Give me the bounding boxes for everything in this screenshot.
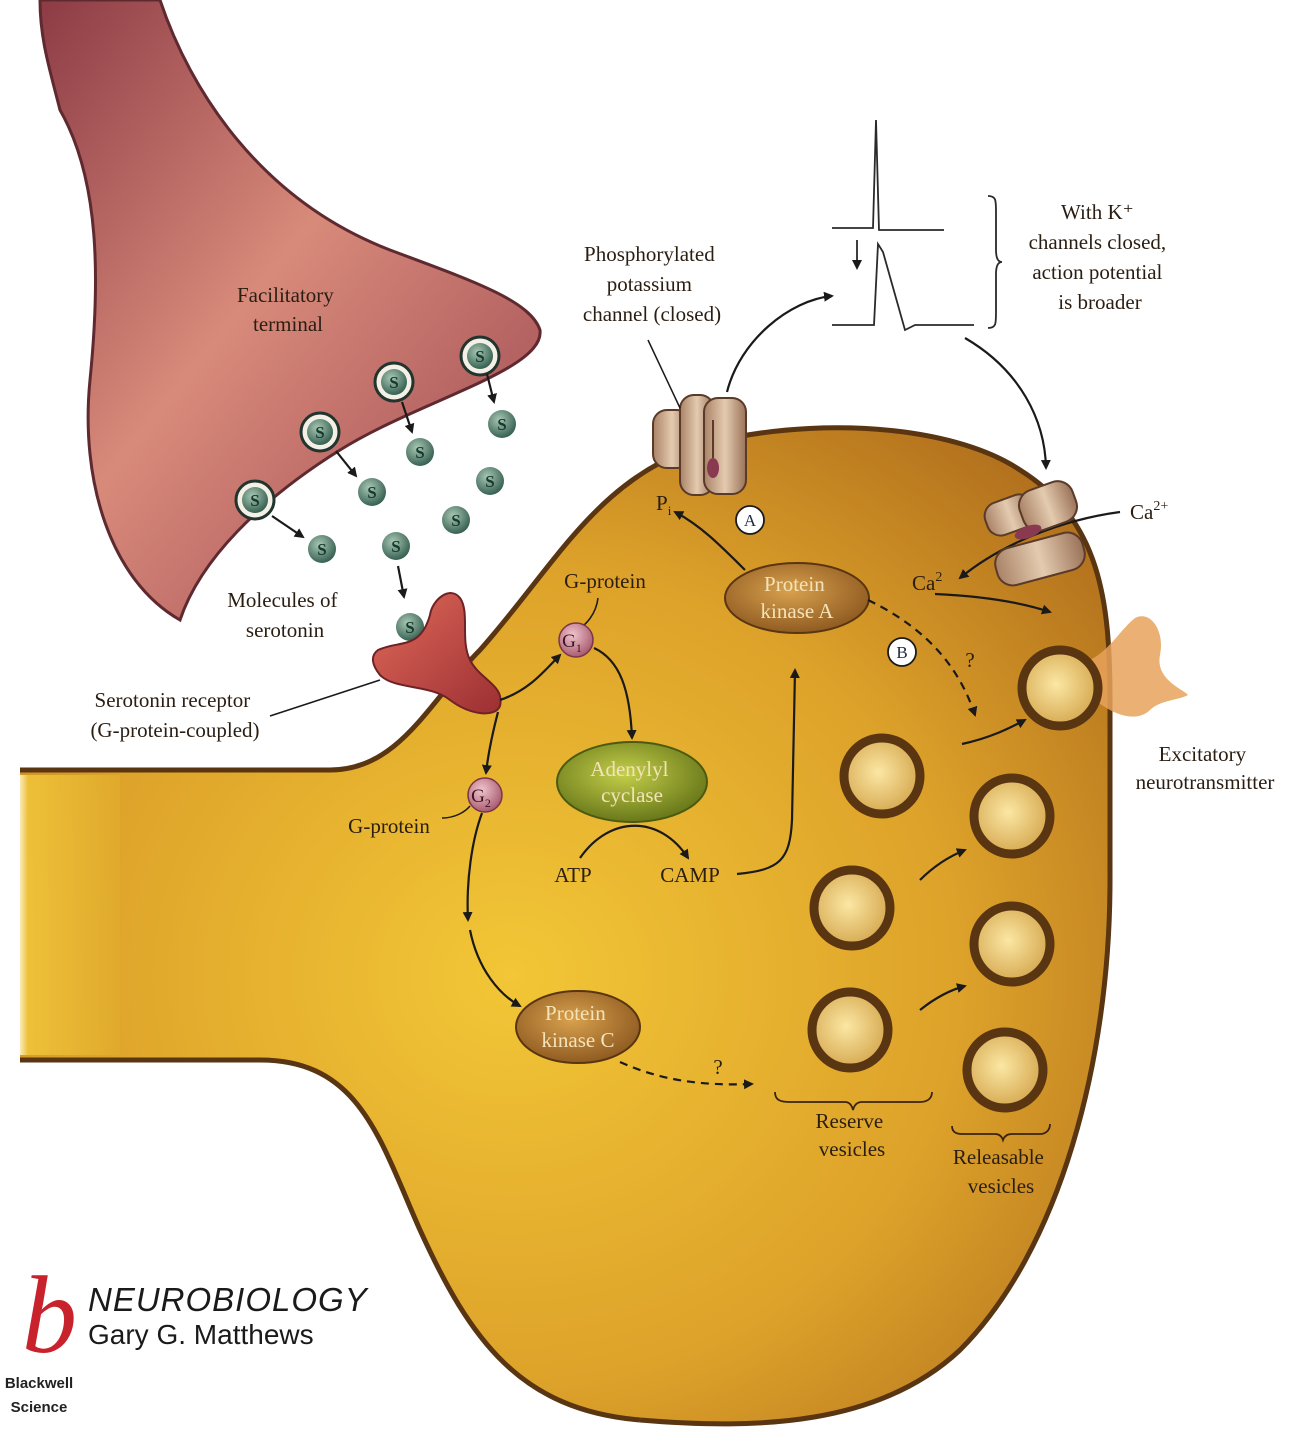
protein-kinase-c: Protein kinase C	[516, 991, 640, 1063]
action-potential-traces	[832, 120, 1002, 330]
potassium-channel: Phosphorylated potassium channel (closed…	[583, 242, 746, 495]
svg-text:S: S	[415, 443, 424, 462]
svg-text:S: S	[317, 540, 326, 559]
vesicle	[812, 992, 888, 1068]
serotonin-molecule: S	[358, 478, 386, 506]
svg-text:B: B	[896, 643, 907, 662]
marker-b: B	[888, 638, 916, 666]
book-credit: NEUROBIOLOGY Gary G. Matthews	[88, 1282, 368, 1352]
svg-text:S: S	[389, 373, 398, 392]
serotonin-molecule: S	[382, 532, 410, 560]
serotonin-molecule: S	[308, 535, 336, 563]
calcium-outside-label: Ca2+	[1130, 499, 1168, 524]
vesicle	[814, 870, 890, 946]
svg-text:S: S	[405, 618, 414, 637]
g-protein-bottom-label: G-protein	[348, 814, 430, 838]
serotonin-molecule: S	[488, 410, 516, 438]
excitatory-neurotransmitter-label: Excitatory neurotransmitter	[1136, 742, 1275, 794]
svg-text:S: S	[315, 423, 324, 442]
svg-text:b: b	[22, 1262, 74, 1372]
molecules-of-serotonin-label: Molecules of serotonin	[227, 588, 342, 642]
serotonin-vesicle: S	[375, 363, 413, 401]
publisher-name: Blackwell Science	[0, 1372, 78, 1420]
question-mark-c: ?	[713, 1055, 722, 1079]
book-author: Gary G. Matthews	[88, 1318, 368, 1352]
svg-text:S: S	[485, 472, 494, 491]
serotonin-vesicle: S	[461, 337, 499, 375]
svg-text:S: S	[475, 347, 484, 366]
blackwell-logo-icon: b	[18, 1262, 74, 1372]
serotonin-molecule: S	[406, 438, 434, 466]
svg-text:S: S	[250, 491, 259, 510]
book-title: NEUROBIOLOGY	[88, 1282, 368, 1318]
svg-text:S: S	[391, 537, 400, 556]
question-mark-b: ?	[965, 648, 974, 672]
broader-action-potential-label: With K⁺ channels closed, action potentia…	[1029, 200, 1172, 314]
svg-text:S: S	[367, 483, 376, 502]
serotonin-molecule: S	[442, 506, 470, 534]
vesicle	[844, 738, 920, 814]
marker-a: A	[736, 506, 764, 534]
camp-label: CAMP	[660, 863, 720, 887]
svg-text:A: A	[744, 511, 757, 530]
serotonin-vesicle: S	[236, 481, 274, 519]
adenylyl-cyclase: Adenylyl cyclase	[557, 742, 707, 822]
phosphorylated-channel-label: Phosphorylated potassium channel (closed…	[583, 242, 721, 326]
vesicle	[974, 906, 1050, 982]
g-protein-top-label: G-protein	[564, 569, 646, 593]
receptor-leader-line	[270, 680, 380, 716]
svg-text:S: S	[451, 511, 460, 530]
vesicle	[967, 1032, 1043, 1108]
protein-kinase-a: Protein kinase A	[725, 563, 869, 633]
serotonin-molecule: S	[476, 467, 504, 495]
serotonin-receptor-label: Serotonin receptor (G-protein-coupled)	[90, 688, 259, 742]
releasable-vesicles	[967, 778, 1050, 1108]
atp-label: ATP	[554, 863, 591, 887]
serotonin-vesicle: S	[301, 413, 339, 451]
svg-text:S: S	[497, 415, 506, 434]
vesicle	[974, 778, 1050, 854]
